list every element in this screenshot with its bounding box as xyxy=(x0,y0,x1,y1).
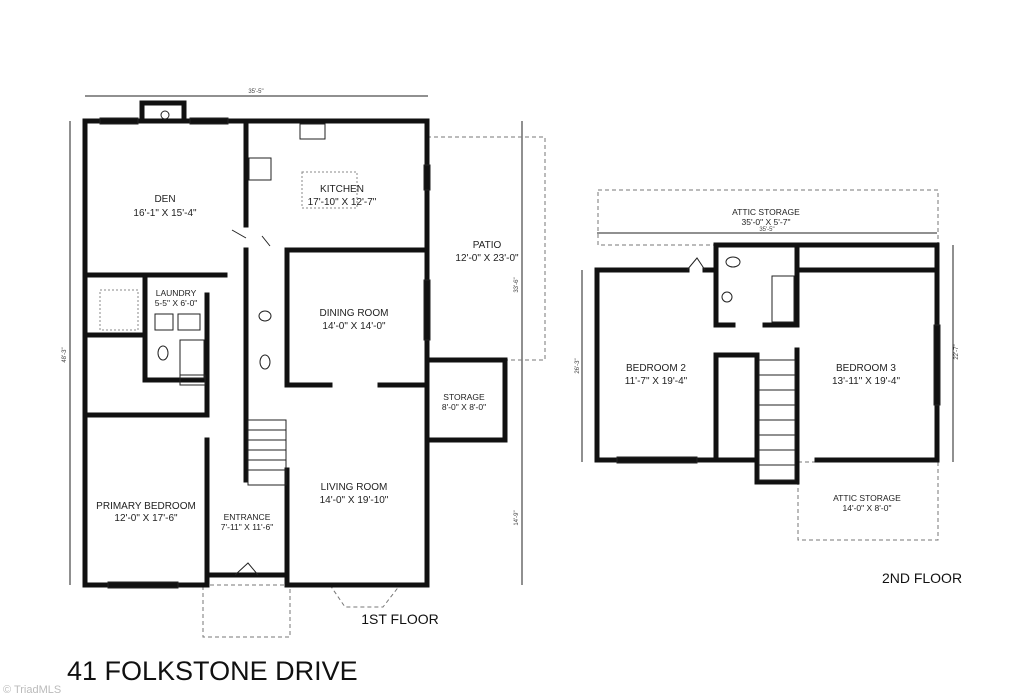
dryer-icon xyxy=(177,313,201,331)
toilet-icon xyxy=(259,354,271,370)
first-floor-label: 1ST FLOOR xyxy=(361,611,439,627)
bay-window xyxy=(329,584,401,608)
svg-text:ATTIC STORAGE: ATTIC STORAGE xyxy=(732,207,800,217)
svg-text:DEN: DEN xyxy=(154,194,175,205)
porch-outline xyxy=(202,584,291,638)
sink-icon xyxy=(258,310,272,322)
svg-text:KITCHEN: KITCHEN xyxy=(320,184,364,195)
storage-walls xyxy=(424,357,508,443)
exterior-walls xyxy=(594,267,800,485)
svg-text:14'-0" X 14'-0": 14'-0" X 14'-0" xyxy=(322,321,386,332)
svg-text:DINING ROOM: DINING ROOM xyxy=(320,308,389,319)
dimension-label: 35'-5" xyxy=(248,89,263,95)
svg-text:11'-7" X 19'-4": 11'-7" X 19'-4" xyxy=(625,376,688,387)
dimension-label: 14'-9" xyxy=(514,510,520,525)
svg-text:BEDROOM 3: BEDROOM 3 xyxy=(836,363,896,374)
svg-text:ATTIC STORAGE: ATTIC STORAGE xyxy=(833,493,901,503)
stove-icon xyxy=(248,157,272,181)
svg-text:BEDROOM 2: BEDROOM 2 xyxy=(626,363,686,374)
svg-text:LIVING ROOM: LIVING ROOM xyxy=(321,482,388,493)
window xyxy=(616,456,698,464)
room-bedroom-2: BEDROOM 2 11'-7" X 19'-4" xyxy=(625,363,688,387)
stairs xyxy=(247,419,287,486)
toilet-icon xyxy=(157,345,169,361)
svg-text:17'-10" X 12'-7": 17'-10" X 12'-7" xyxy=(308,197,377,208)
dimension-label: 26'-3" xyxy=(575,358,581,373)
window xyxy=(107,581,179,589)
door[interactable] xyxy=(686,257,706,271)
door[interactable] xyxy=(231,229,271,247)
svg-text:13'-11" X 19'-4": 13'-11" X 19'-4" xyxy=(832,376,900,387)
second-floor-label: 2ND FLOOR xyxy=(882,570,962,586)
sink-icon xyxy=(721,291,733,303)
window xyxy=(933,324,941,406)
window xyxy=(423,279,431,341)
dimension-label: 35'-5" xyxy=(759,227,774,233)
shower-icon xyxy=(99,289,139,331)
room-patio: PATIO 12'-0" X 23'-0" xyxy=(455,240,519,264)
fireplace xyxy=(139,100,187,124)
svg-text:LAUNDRY: LAUNDRY xyxy=(156,288,197,298)
svg-text:5-5" X 6'-0": 5-5" X 6'-0" xyxy=(155,298,198,308)
fireplace-icon xyxy=(160,110,170,120)
kitchen-island xyxy=(301,171,358,209)
window xyxy=(99,117,139,125)
dimension-label: 48'-3" xyxy=(62,347,68,362)
watermark: © TriadMLS xyxy=(3,684,61,696)
svg-text:ENTRANCE: ENTRANCE xyxy=(224,512,271,522)
room-kitchen: KITCHEN 17'-10" X 12'-7" xyxy=(308,184,377,208)
room-dining: DINING ROOM 14'-0" X 14'-0" xyxy=(320,308,389,332)
room-den: DEN 16'-1" X 15'-4" xyxy=(133,194,197,219)
sink-icon xyxy=(299,123,326,140)
svg-text:16'-1" X 15'-4": 16'-1" X 15'-4" xyxy=(133,208,197,219)
washer-icon xyxy=(154,313,174,331)
room-living: LIVING ROOM 14'-0" X 19'-10" xyxy=(320,482,389,506)
svg-text:12'-0" X 23'-0": 12'-0" X 23'-0" xyxy=(455,253,519,264)
svg-text:7'-11" X 11'-6": 7'-11" X 11'-6" xyxy=(221,522,273,532)
bathtub-icon xyxy=(179,339,205,379)
svg-text:14'-0" X 19'-10": 14'-0" X 19'-10" xyxy=(320,495,389,506)
toilet-icon xyxy=(725,256,741,268)
stairs xyxy=(758,359,796,481)
window xyxy=(423,164,431,191)
property-address: 41 FOLKSTONE DRIVE xyxy=(67,656,358,686)
first-floor-plan xyxy=(69,95,546,638)
room-bedroom-3: BEDROOM 3 13'-11" X 19'-4" xyxy=(832,363,900,387)
svg-text:PATIO: PATIO xyxy=(473,240,502,251)
window xyxy=(189,117,229,125)
svg-text:8'-0" X 8'-0": 8'-0" X 8'-0" xyxy=(442,402,486,412)
svg-text:PRIMARY BEDROOM: PRIMARY BEDROOM xyxy=(96,501,196,512)
dimension-label: 22'-7" xyxy=(954,344,960,359)
attic-storage-outline xyxy=(597,189,939,246)
bathtub-icon xyxy=(771,275,795,323)
svg-text:14'-0" X 8'-0": 14'-0" X 8'-0" xyxy=(843,503,892,513)
dimension-label: 33'-6" xyxy=(514,277,520,292)
front-door[interactable] xyxy=(234,562,259,576)
svg-text:35'-0" X 5'-7": 35'-0" X 5'-7" xyxy=(742,217,791,227)
svg-text:12'-0" X 17'-6": 12'-0" X 17'-6" xyxy=(114,513,178,524)
svg-text:STORAGE: STORAGE xyxy=(443,392,485,402)
second-floor-plan xyxy=(581,189,954,541)
